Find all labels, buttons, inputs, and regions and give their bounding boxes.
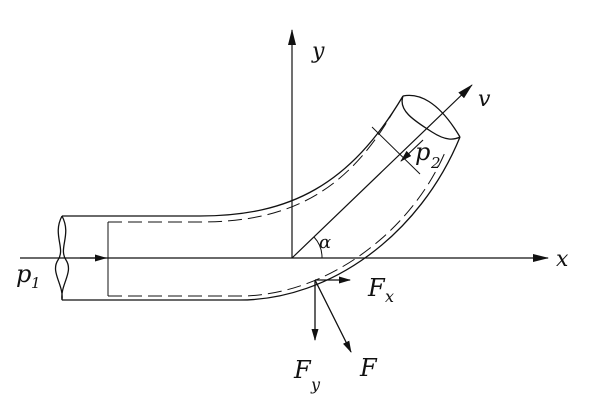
pipe-outer-bottom-wall xyxy=(62,136,461,301)
inner-top-wall xyxy=(108,111,394,223)
svg-text:2: 2 xyxy=(430,154,441,172)
p1-label: p 1 xyxy=(16,260,41,292)
svg-text:p: p xyxy=(415,138,430,166)
svg-text:p: p xyxy=(16,260,31,288)
control-volume xyxy=(107,111,447,297)
p2-arrow xyxy=(400,139,424,162)
inner-bottom-wall xyxy=(108,149,447,297)
svg-text:x: x xyxy=(385,287,394,306)
pipe-body xyxy=(54,94,461,301)
fx-label: F x xyxy=(367,274,394,306)
y-axis-label: y xyxy=(311,39,325,64)
angle-label: α xyxy=(319,232,331,253)
p2-label: p 2 xyxy=(415,138,441,172)
f-arrow xyxy=(314,279,352,353)
v-axis xyxy=(291,84,473,259)
svg-text:F: F xyxy=(367,274,386,302)
outlet-section-line xyxy=(371,126,421,175)
pipe-outer-top-wall xyxy=(62,95,404,217)
svg-text:y: y xyxy=(310,375,321,394)
coordinate-axes xyxy=(20,29,549,262)
x-axis-label: x xyxy=(556,247,569,272)
f-label: F xyxy=(359,354,378,382)
force-arrows xyxy=(311,276,352,353)
fy-label: F y xyxy=(293,356,321,394)
svg-text:F: F xyxy=(293,356,312,384)
pipe-inlet-break xyxy=(54,215,70,301)
pipe-outlet-break xyxy=(401,94,461,140)
v-axis-label: v xyxy=(478,87,491,112)
svg-text:1: 1 xyxy=(31,274,41,292)
angle-arc xyxy=(313,236,323,259)
